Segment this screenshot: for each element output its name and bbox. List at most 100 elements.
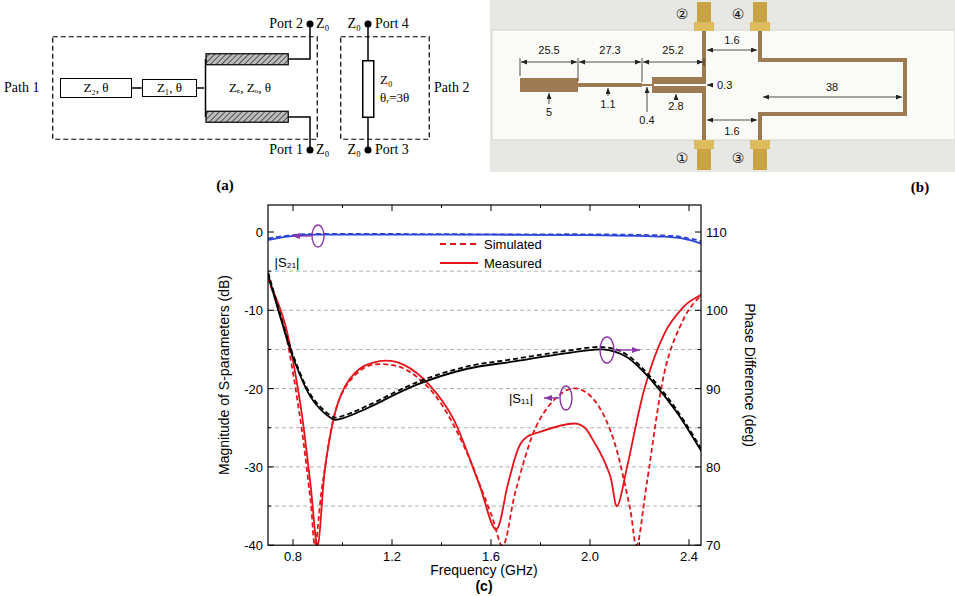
copper-trace [652,77,704,84]
sma-connector [697,2,711,23]
axis-tick [268,310,274,311]
axis-tick [695,545,701,546]
legend-sample [440,262,478,264]
impedance-label: Z₀ [316,142,329,158]
axis-tick [342,542,343,545]
copper-trace [652,86,704,93]
axis-indicator-arrow [544,397,559,398]
callout-number: ① [676,150,689,166]
photo-background [490,0,955,172]
extension-line [520,58,521,76]
junction-wire [205,59,207,117]
dimension-line [579,62,641,63]
tick-label: 70 [706,538,720,553]
axis-tick [392,539,393,545]
axis-tick [268,388,274,389]
extension-line [578,58,579,81]
coupled-line: Zₑ, Zₒ, θ [204,53,289,123]
port-dot [365,21,372,28]
axis-tick [698,271,701,272]
impedance-label: Z₀ [348,142,361,158]
axis-tick [689,539,690,545]
copper-trace [520,78,578,92]
dimension-line [707,120,757,121]
leader-line [707,85,713,86]
grid-line [268,388,701,389]
copper-trace [760,31,905,140]
tick-label: 2.0 [581,549,599,564]
dimension: 25.2 [662,44,683,56]
callout-number: ③ [732,150,745,166]
coupled-strip [206,111,288,122]
axis-tick [268,349,271,350]
grid-line [268,271,701,272]
sma-connector [750,22,770,31]
sma-connector [753,149,767,170]
dimension: 5 [546,106,552,118]
axis-tick [698,349,701,350]
s11-simulated-curve [268,279,701,546]
leader-line [608,88,609,96]
copper-trace [578,83,642,87]
grid-line [268,310,701,311]
axis-tick [698,427,701,428]
axis-tick [695,466,701,467]
port-dot [307,21,314,28]
port-wire [367,118,369,150]
impedance-label: Z₀ [348,16,361,32]
axis-tick [639,205,640,208]
axis-tick [268,427,271,428]
axis-tick [268,506,271,507]
grid-line [268,349,701,350]
axis-tick [342,205,343,208]
axis-tick [540,205,541,208]
legend-text: Simulated [482,237,544,252]
legend-sample [440,243,478,245]
grid-line [268,506,701,507]
line-section-box: Z₁, θ [142,79,197,97]
tick-label: 1.2 [383,549,401,564]
axis-title: Magnitude of S-parameters (dB) [216,275,232,475]
plot-frame [268,205,701,545]
sma-connector [753,2,767,23]
axis-indicator [312,225,324,247]
dimension: 0.4 [639,114,654,126]
path-label: Path 2 [434,80,469,96]
line-parameter: θᵣ=3θ [380,90,409,106]
leader-line [676,94,677,98]
coupled-strip [206,54,288,65]
axis-indicator-arrow [292,235,311,236]
path-label: Path 1 [4,80,39,96]
dimension-line [763,97,902,98]
copper-trace [702,86,706,140]
leader-line [549,93,550,104]
panel-label: (c) [475,578,492,594]
substrate-board [492,30,955,140]
tick-label: -40 [244,538,263,553]
dashed-outline [53,37,318,140]
axis-tick [491,205,492,211]
line-parameter: Z₁, θ [157,81,182,95]
tick-label: 1.6 [482,549,500,564]
dimension-line [707,50,757,51]
sma-connector [697,149,711,170]
tick-label: 90 [706,381,720,396]
callout-number: ② [676,6,689,22]
axis-tick [639,542,640,545]
axis-indicator [560,386,572,410]
axis-tick [293,539,294,545]
axis-indicator-arrow [615,349,640,350]
curve-label: |S₂₁| [274,255,301,270]
axis-indicator [600,337,614,363]
axis-tick [293,205,294,211]
tick-label: 80 [706,459,720,474]
dimension: 38 [826,81,838,93]
copper-trace [642,84,652,86]
leader-line [647,87,648,112]
panel-label: (a) [216,177,234,194]
phase-simulated-curve [268,273,701,449]
tick-label: 110 [706,225,727,240]
dashed-outline [341,37,430,140]
line-parameter: Z₂, θ [83,81,108,95]
